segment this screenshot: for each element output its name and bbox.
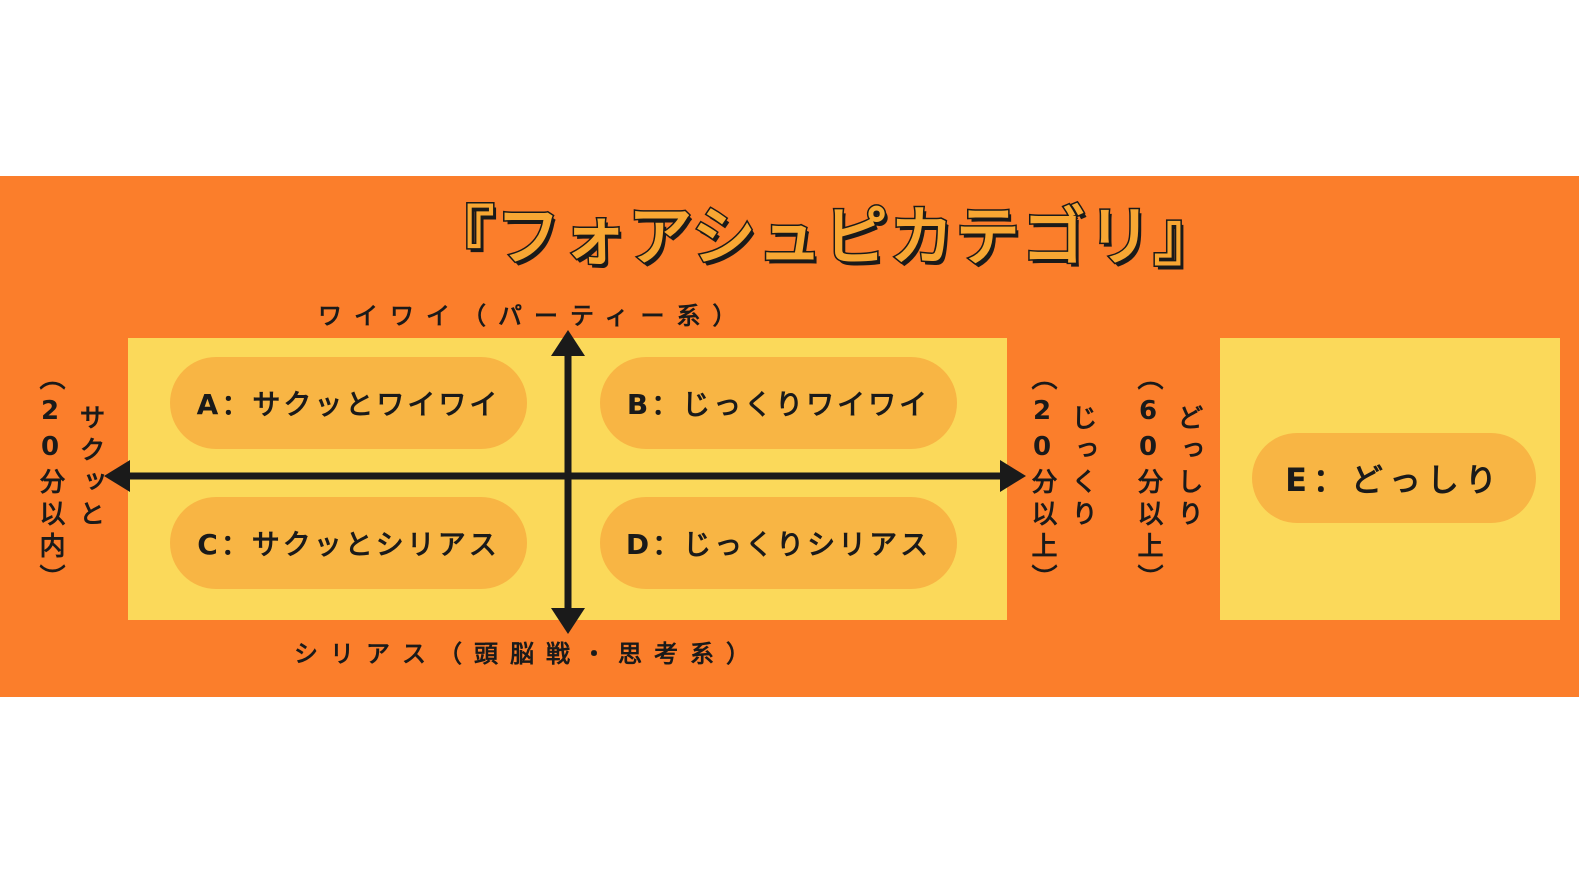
category-d-pill: D：じっくりシリアス	[600, 497, 957, 589]
category-a-pill: A：サクッとワイワイ	[170, 357, 527, 449]
axis-label-left-main: サクッと	[75, 404, 105, 532]
axis-label-top: ワイワイ（パーティー系）	[318, 302, 749, 330]
category-e-label-sub: （60分以上）	[1133, 364, 1163, 596]
axis-label-left-sub: （20分以内）	[35, 364, 65, 596]
up-arrowhead	[551, 330, 585, 356]
left-arrowhead	[104, 460, 130, 492]
axis-label-right-sub: （20分以上）	[1027, 364, 1057, 596]
axis-label-right-main: じっくり	[1067, 404, 1097, 532]
category-e-label-main: どっしり	[1173, 404, 1203, 532]
category-c-pill: C：サクッとシリアス	[170, 497, 527, 589]
axis-label-bottom: シリアス（頭脳戦・思考系）	[294, 640, 762, 668]
diagram-title: 『フォアシュピカテゴリ』	[429, 200, 1220, 277]
right-arrowhead	[1000, 460, 1026, 492]
category-e-pill: E：どっしり	[1252, 433, 1536, 523]
down-arrowhead	[551, 608, 585, 634]
category-b-pill: B：じっくりワイワイ	[600, 357, 957, 449]
